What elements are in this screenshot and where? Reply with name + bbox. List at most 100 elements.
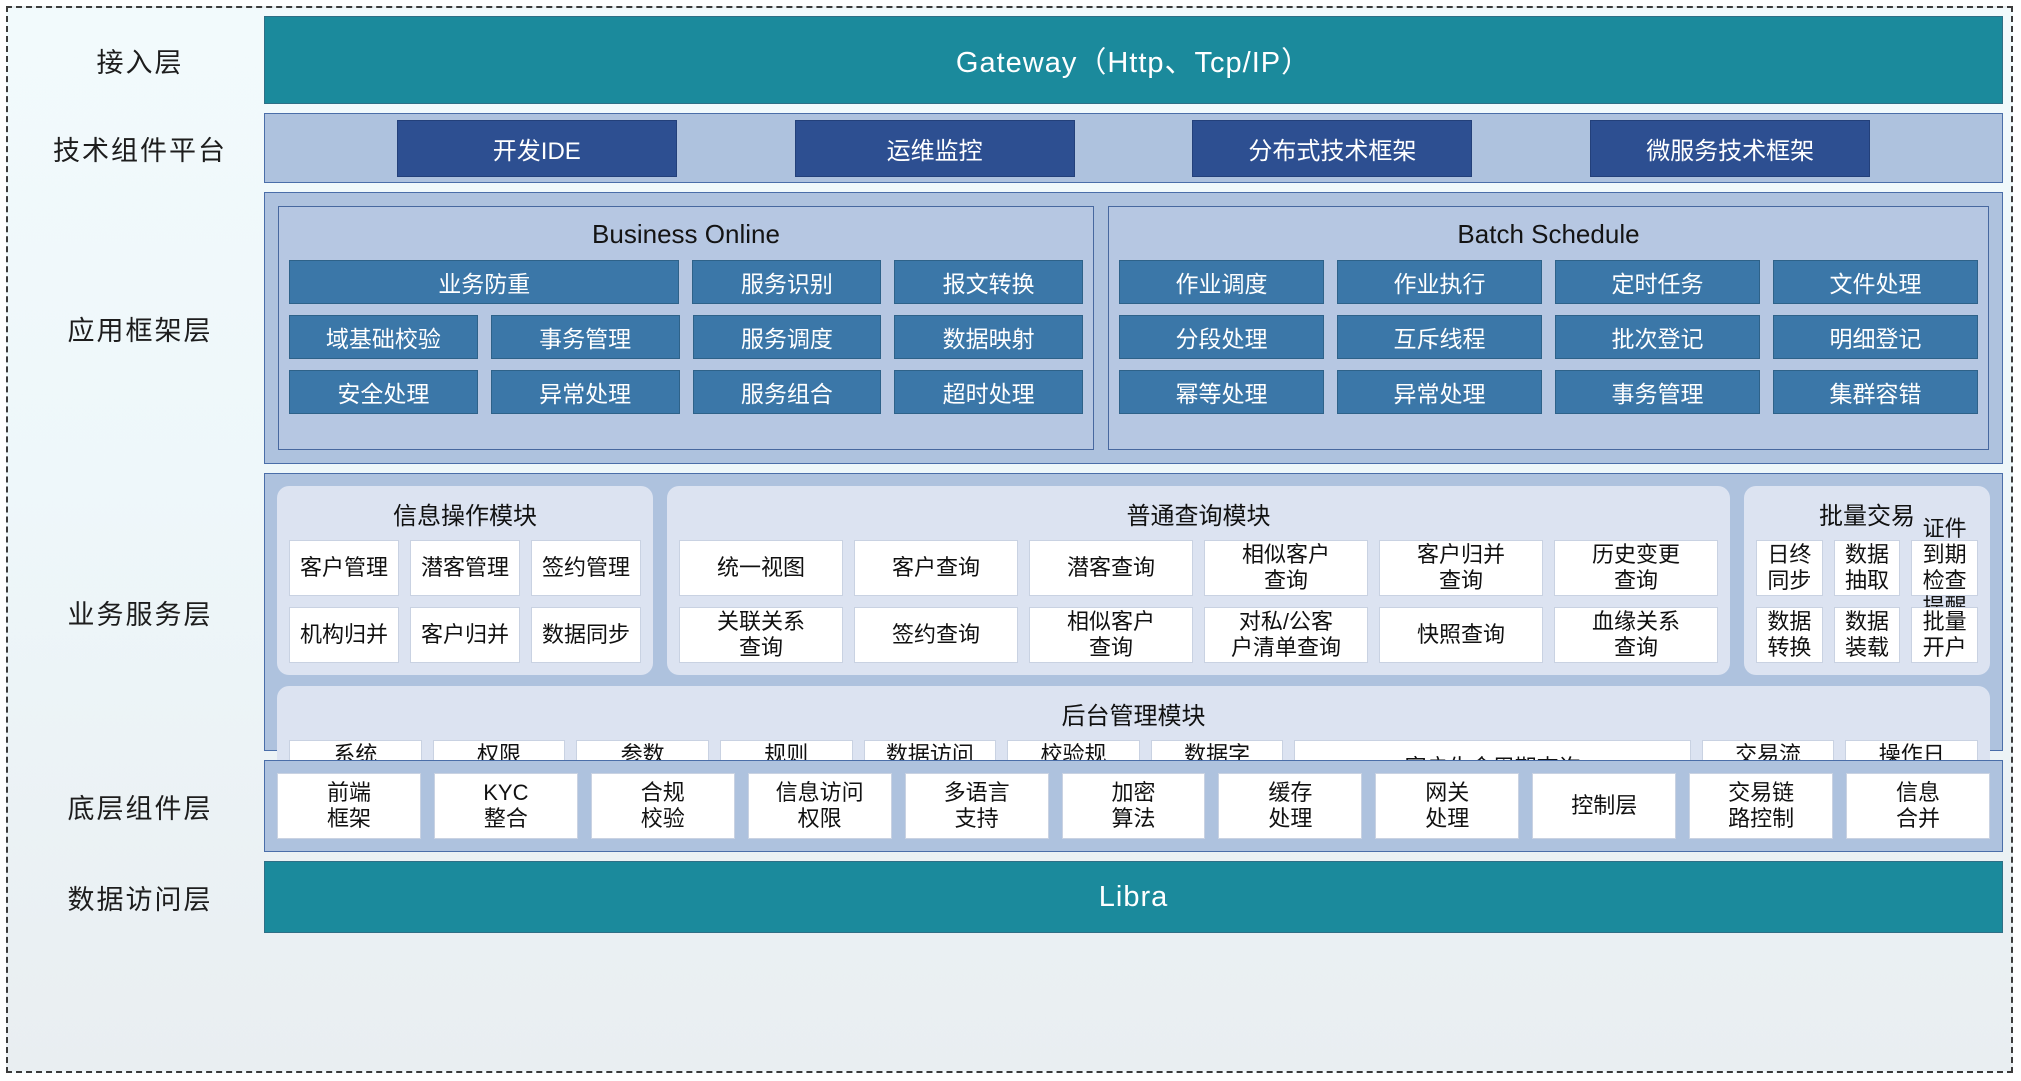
layer-label-business: 业务服务层 xyxy=(67,599,213,630)
service-cell[interactable]: 血缘关系查询 xyxy=(1554,607,1718,663)
module-common-query: 普通查询模块 统一视图 客户查询 潜客查询 相似客户查询 客户归并查询 历史变更… xyxy=(667,486,1730,675)
layer-label-data: 数据访问层 xyxy=(67,884,213,915)
app-cell[interactable]: 事务管理 xyxy=(490,315,680,359)
panel-row: 域基础校验 事务管理 服务调度 数据映射 xyxy=(289,315,1083,359)
service-cell[interactable]: 机构归并 xyxy=(289,607,399,663)
service-cell[interactable]: 数据转换 xyxy=(1756,607,1823,663)
component-cell[interactable]: 合规校验 xyxy=(590,773,735,839)
app-cell[interactable]: 业务防重 xyxy=(289,260,680,304)
tech-chip-band: 开发IDE 运维监控 分布式技术框架 微服务技术框架 xyxy=(264,113,2003,183)
module-title: 批量交易 xyxy=(1819,503,1915,530)
app-cell[interactable]: 超时处理 xyxy=(894,370,1083,414)
service-cell[interactable]: 客户查询 xyxy=(854,540,1018,596)
service-cell[interactable]: 客户归并查询 xyxy=(1379,540,1543,596)
app-cell[interactable]: 定时任务 xyxy=(1555,260,1760,304)
app-cell[interactable]: 批次登记 xyxy=(1555,315,1760,359)
component-cell[interactable]: 交易链路控制 xyxy=(1689,773,1834,839)
app-cell[interactable]: 作业执行 xyxy=(1337,260,1542,304)
service-cell[interactable]: 对私/公客户清单查询 xyxy=(1204,607,1368,663)
service-cell[interactable]: 证件到期检查提醒 xyxy=(1911,516,1979,619)
service-cell[interactable]: 快照查询 xyxy=(1379,607,1543,663)
service-cell[interactable]: 潜客查询 xyxy=(1029,540,1193,596)
module-row: 统一视图 客户查询 潜客查询 相似客户查询 客户归并查询 历史变更查询 xyxy=(679,540,1718,596)
app-cell[interactable]: 文件处理 xyxy=(1773,260,1978,304)
app-cell[interactable]: 作业调度 xyxy=(1119,260,1324,304)
panel-row: 作业调度 作业执行 定时任务 文件处理 xyxy=(1119,260,1978,304)
service-cell[interactable]: 数据装载 xyxy=(1833,607,1901,663)
service-cell[interactable]: 日终同步 xyxy=(1756,540,1823,596)
component-cell[interactable]: 信息合并 xyxy=(1846,773,1990,839)
app-cell[interactable]: 数据映射 xyxy=(894,315,1083,359)
tech-chip[interactable]: 开发IDE xyxy=(396,119,677,177)
module-row: 数据转换 数据装载 批量开户 xyxy=(1756,607,1979,663)
service-cell[interactable]: 客户管理 xyxy=(289,540,399,596)
service-cell[interactable]: 批量开户 xyxy=(1911,607,1979,663)
panel-row: 分段处理 互斥线程 批次登记 明细登记 xyxy=(1119,315,1978,359)
app-cell[interactable]: 集群容错 xyxy=(1773,370,1978,414)
service-cell[interactable]: 关联关系查询 xyxy=(679,607,843,663)
app-cell[interactable]: 报文转换 xyxy=(894,260,1083,304)
layer-business-service: 业务服务层 信息操作模块 客户管理 潜客管理 签约管理 xyxy=(16,473,2003,808)
app-cell[interactable]: 服务识别 xyxy=(692,260,882,304)
tech-chip[interactable]: 分布式技术框架 xyxy=(1192,119,1473,177)
component-cell[interactable]: 缓存处理 xyxy=(1218,773,1363,839)
module-row: 客户管理 潜客管理 签约管理 xyxy=(289,540,641,596)
app-cell[interactable]: 安全处理 xyxy=(289,370,478,414)
panel-row: 业务防重 服务识别 报文转换 xyxy=(289,260,1083,304)
service-cell[interactable]: 签约查询 xyxy=(854,607,1018,663)
panel-title: Batch Schedule xyxy=(1457,219,1640,249)
service-cell[interactable]: 潜客管理 xyxy=(410,540,520,596)
service-cell[interactable]: 客户归并 xyxy=(410,607,520,663)
panel-batch-schedule: Batch Schedule 作业调度 作业执行 定时任务 文件处理 分段处理 xyxy=(1108,206,1989,450)
panel-row: 安全处理 异常处理 服务组合 超时处理 xyxy=(289,370,1083,414)
component-cell[interactable]: 多语言支持 xyxy=(904,773,1049,839)
app-cell[interactable]: 幂等处理 xyxy=(1119,370,1324,414)
service-cell[interactable]: 签约管理 xyxy=(531,540,641,596)
business-module-row-top: 信息操作模块 客户管理 潜客管理 签约管理 机构归并 xyxy=(277,486,1990,675)
app-cell[interactable]: 互斥线程 xyxy=(1337,315,1542,359)
app-cell[interactable]: 服务组合 xyxy=(692,370,882,414)
app-framework-band: Business Online 业务防重 服务识别 报文转换 域基础校验 事务管… xyxy=(264,192,2003,464)
module-info-operation: 信息操作模块 客户管理 潜客管理 签约管理 机构归并 xyxy=(277,486,653,675)
business-service-band: 信息操作模块 客户管理 潜客管理 签约管理 机构归并 xyxy=(264,473,2003,808)
layer-app-framework: 应用框架层 Business Online 业务防重 服务识别 报文转换 xyxy=(16,192,2003,464)
diagram-frame: 接入层 Gateway（Http、Tcp/IP） 技术组件平台 开发IDE 运维… xyxy=(6,6,2013,1073)
app-cell[interactable]: 服务调度 xyxy=(692,315,882,359)
app-cell[interactable]: 明细登记 xyxy=(1773,315,1978,359)
app-cell[interactable]: 分段处理 xyxy=(1119,315,1324,359)
service-cell[interactable]: 相似客户查询 xyxy=(1204,540,1368,596)
layer-label-component: 底层组件层 xyxy=(67,793,213,824)
app-cell[interactable]: 异常处理 xyxy=(1337,370,1542,414)
component-cell[interactable]: 信息访问权限 xyxy=(747,773,892,839)
service-cell[interactable]: 相似客户查询 xyxy=(1029,607,1193,663)
layer-label-tech: 技术组件平台 xyxy=(53,135,227,166)
panel-business-online: Business Online 业务防重 服务识别 报文转换 域基础校验 事务管… xyxy=(278,206,1094,450)
module-title: 普通查询模块 xyxy=(1126,503,1271,530)
component-cell[interactable]: 网关处理 xyxy=(1375,773,1520,839)
layer-label-app: 应用框架层 xyxy=(67,315,213,346)
app-cell[interactable]: 域基础校验 xyxy=(289,315,478,359)
gateway-bar[interactable]: Gateway（Http、Tcp/IP） xyxy=(264,16,2003,104)
service-cell[interactable]: 数据抽取 xyxy=(1833,540,1901,596)
layer-tech-platform: 技术组件平台 开发IDE 运维监控 分布式技术框架 微服务技术框架 xyxy=(16,113,2003,183)
service-cell[interactable]: 统一视图 xyxy=(679,540,843,596)
service-cell[interactable]: 历史变更查询 xyxy=(1554,540,1718,596)
app-cell[interactable]: 事务管理 xyxy=(1555,370,1760,414)
layer-label-access: 接入层 xyxy=(96,47,184,78)
libra-bar[interactable]: Libra xyxy=(264,861,2003,933)
component-cell[interactable]: 控制层 xyxy=(1532,773,1677,839)
service-cell[interactable]: 数据同步 xyxy=(531,607,641,663)
component-cell[interactable]: 加密算法 xyxy=(1061,773,1206,839)
module-row: 关联关系查询 签约查询 相似客户查询 对私/公客户清单查询 快照查询 血缘关系查… xyxy=(679,607,1718,663)
tech-chip[interactable]: 运维监控 xyxy=(794,119,1075,177)
layer-access: 接入层 Gateway（Http、Tcp/IP） xyxy=(16,16,2003,104)
app-cell[interactable]: 异常处理 xyxy=(490,370,680,414)
tech-chip[interactable]: 微服务技术框架 xyxy=(1590,119,1871,177)
layer-data-access: 数据访问层 Libra xyxy=(16,861,2003,933)
panel-row: 幂等处理 异常处理 事务管理 集群容错 xyxy=(1119,370,1978,414)
component-cell[interactable]: 前端框架 xyxy=(277,773,421,839)
